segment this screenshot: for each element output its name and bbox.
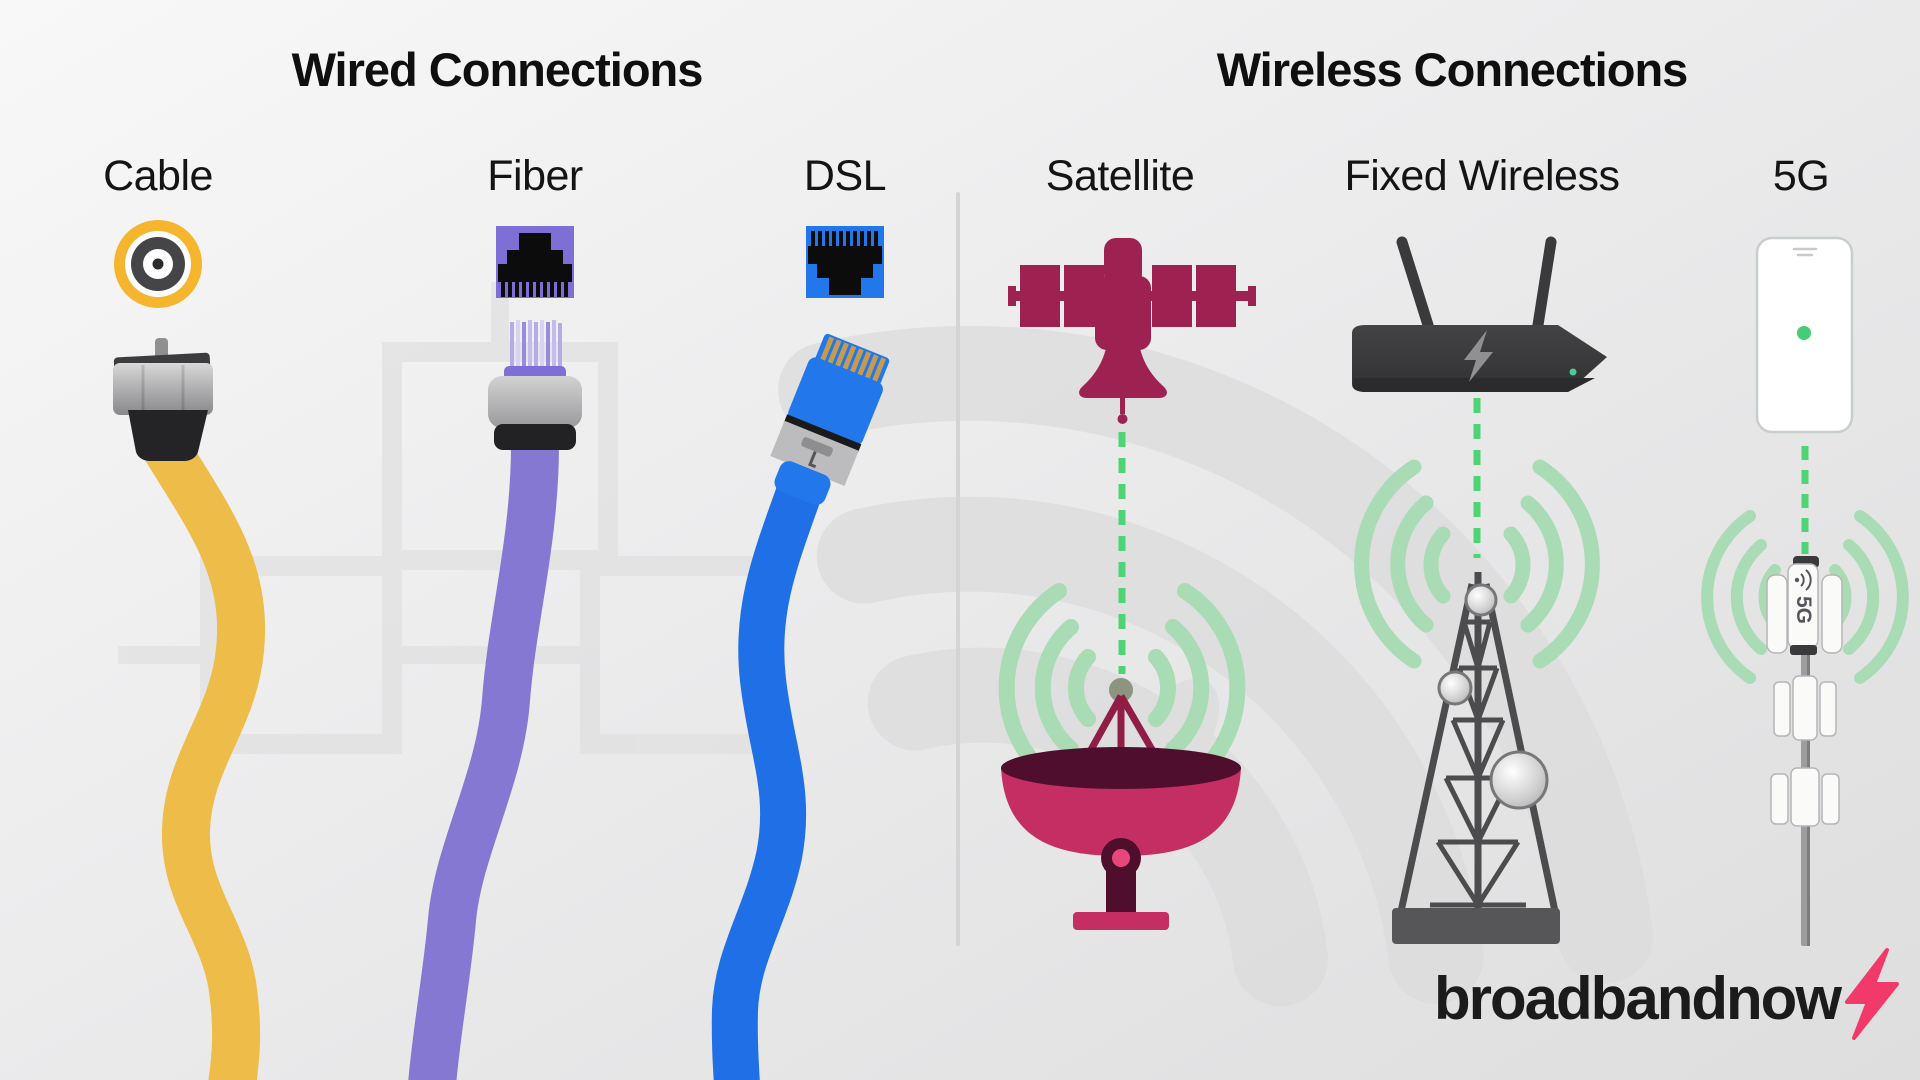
- column-label-fixed-wireless: Fixed Wireless: [1344, 152, 1620, 200]
- satellite-icon: [1008, 238, 1256, 424]
- lightning-bolt-icon: [1845, 948, 1899, 1040]
- column-label-dsl: DSL: [803, 152, 887, 200]
- wireless-section-title: Wireless Connections: [1216, 43, 1689, 96]
- brand-logo: broadbandnow: [1434, 964, 1842, 1033]
- satellite-dish-icon: [1001, 678, 1241, 930]
- lattice-tower-icon: [1392, 572, 1560, 944]
- coax-connector-icon: [113, 338, 213, 461]
- section-divider: [956, 192, 960, 946]
- column-label-5g: 5G: [1772, 152, 1830, 200]
- rj45-plug-icon: [770, 333, 890, 505]
- small-cell-5g-label: 5G: [1792, 595, 1815, 624]
- purple-cable: [408, 421, 559, 1080]
- 5g-receiver-icon: [1755, 236, 1854, 434]
- tower-signal-arcs-icon: [1354, 459, 1600, 669]
- brand-logo-now: now: [1726, 965, 1842, 1032]
- wifi-router-icon: [1352, 236, 1607, 392]
- yellow-cable: [143, 426, 265, 1080]
- dsl-port-icon: [806, 226, 884, 298]
- fiber-connector-icon: [488, 320, 582, 450]
- coax-port-icon: [114, 220, 202, 308]
- blue-cable: [711, 467, 823, 1080]
- fiber-port-icon: [496, 226, 574, 298]
- wired-section-title: Wired Connections: [291, 43, 704, 96]
- column-label-cable: Cable: [103, 152, 213, 200]
- 5g-small-cell-pole-icon: [1766, 556, 1843, 946]
- column-label-fiber: Fiber: [487, 152, 583, 200]
- column-label-satellite: Satellite: [1045, 152, 1195, 200]
- brand-logo-broadband: broadband: [1434, 965, 1728, 1032]
